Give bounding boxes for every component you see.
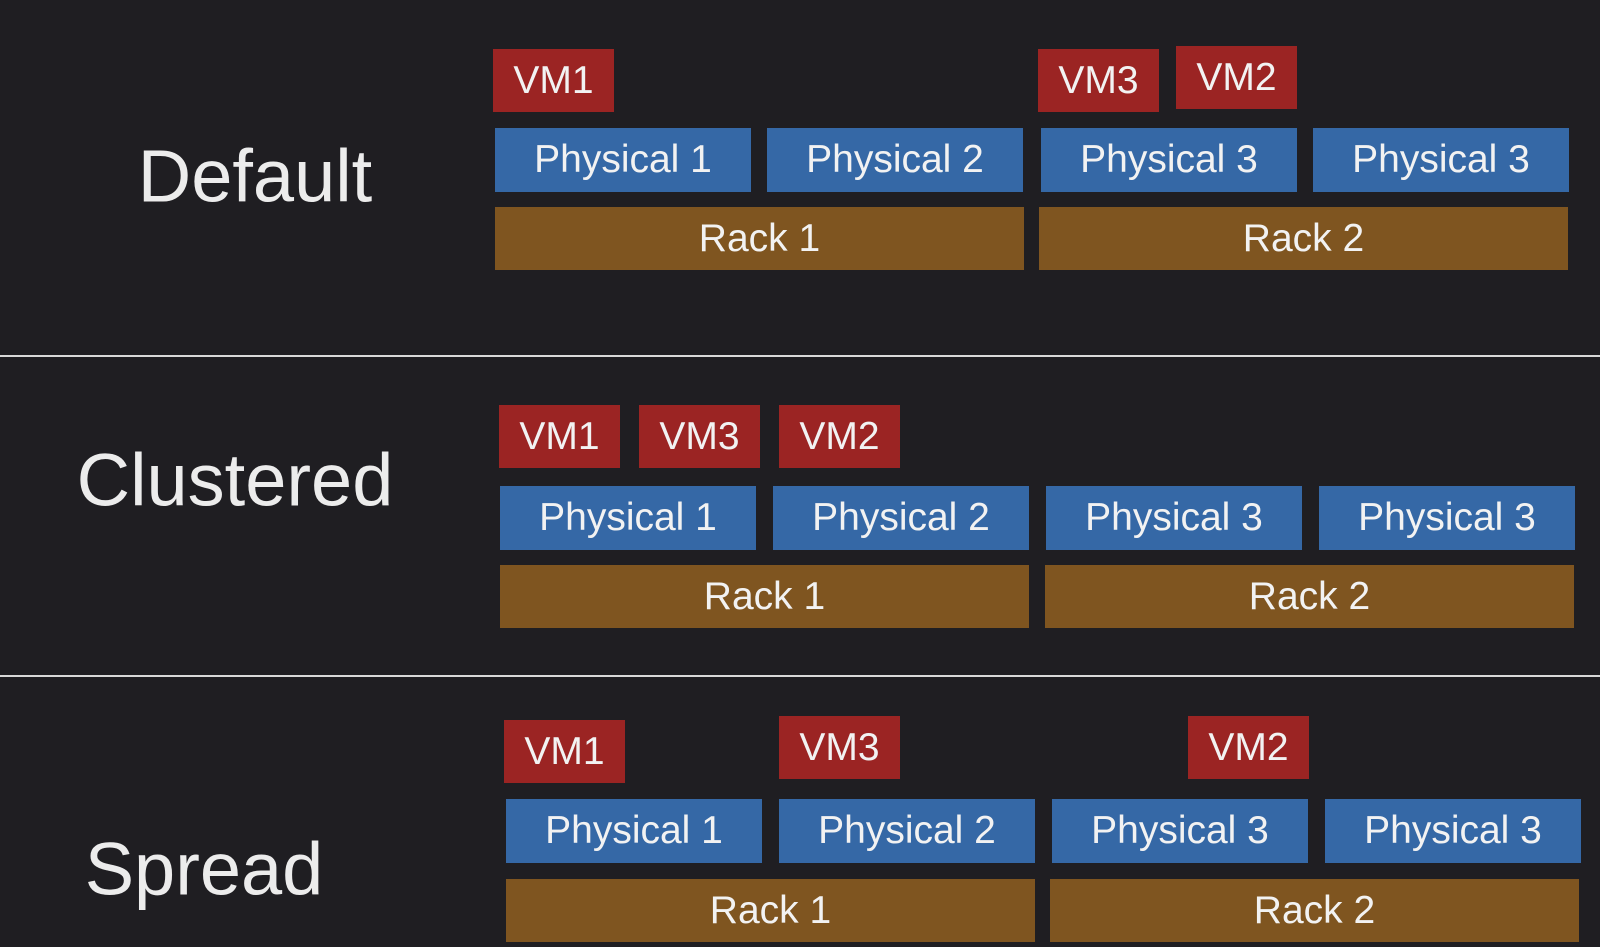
rack-box: Rack 2 bbox=[1039, 207, 1568, 270]
rack-box: Rack 2 bbox=[1050, 879, 1579, 942]
vm-box: VM2 bbox=[1176, 46, 1297, 109]
physical-host-box: Physical 3 bbox=[1319, 486, 1575, 550]
physical-host-box: Physical 2 bbox=[773, 486, 1029, 550]
section-title: Clustered bbox=[76, 438, 394, 522]
physical-host-box: Physical 1 bbox=[506, 799, 762, 863]
physical-host-box: Physical 3 bbox=[1046, 486, 1302, 550]
physical-host-box: Physical 3 bbox=[1313, 128, 1569, 192]
physical-host-box: Physical 3 bbox=[1052, 799, 1308, 863]
rack-box: Rack 1 bbox=[506, 879, 1035, 942]
vm-box: VM2 bbox=[1188, 716, 1309, 779]
vm-box: VM1 bbox=[493, 49, 614, 112]
section-divider bbox=[0, 355, 1600, 357]
vm-box: VM2 bbox=[779, 405, 900, 468]
rack-box: Rack 1 bbox=[500, 565, 1029, 628]
physical-host-box: Physical 2 bbox=[767, 128, 1023, 192]
physical-host-box: Physical 1 bbox=[500, 486, 756, 550]
rack-box: Rack 1 bbox=[495, 207, 1024, 270]
section-title: Spread bbox=[84, 827, 324, 911]
rack-box: Rack 2 bbox=[1045, 565, 1574, 628]
physical-host-box: Physical 3 bbox=[1041, 128, 1297, 192]
physical-host-box: Physical 2 bbox=[779, 799, 1035, 863]
section-title: Default bbox=[137, 134, 373, 218]
physical-host-box: Physical 3 bbox=[1325, 799, 1581, 863]
vm-box: VM1 bbox=[504, 720, 625, 783]
vm-box: VM3 bbox=[1038, 49, 1159, 112]
vm-box: VM1 bbox=[499, 405, 620, 468]
vm-box: VM3 bbox=[779, 716, 900, 779]
physical-host-box: Physical 1 bbox=[495, 128, 751, 192]
vm-box: VM3 bbox=[639, 405, 760, 468]
section-divider bbox=[0, 675, 1600, 677]
